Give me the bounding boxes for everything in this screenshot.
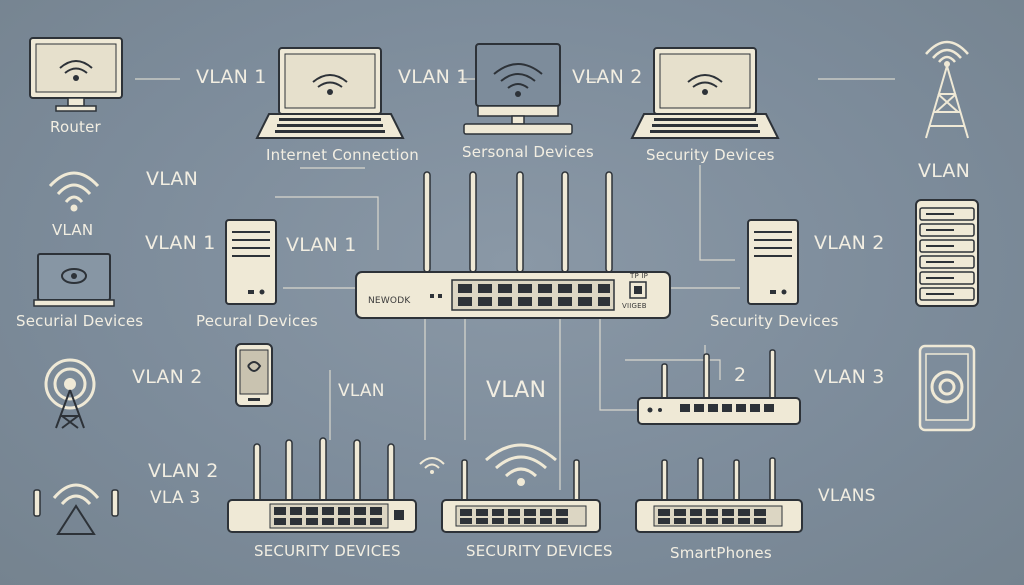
switch-brand: NEWODK [368, 296, 411, 306]
security-devices-label: SECURITY DEVICES [466, 542, 613, 560]
switch-port-label: TP IP [630, 272, 649, 280]
signal-tower-icon [38, 356, 102, 432]
central-switch: NEWODK TP IP VIIGEB [354, 168, 672, 328]
laptop-security [630, 44, 780, 144]
switch-bottom-left [226, 434, 418, 538]
vlan-label: VLAN 2 [814, 232, 885, 254]
wifi-icon [44, 162, 104, 218]
laptop-internet [255, 44, 405, 144]
security-devices-label: Security Devices [646, 146, 775, 164]
router-bottom-center [440, 434, 602, 538]
vlan-label: VLAN 1 [286, 234, 357, 256]
vlan-label: VLAN 2 [132, 366, 203, 388]
security-devices-label: Security Devices [710, 312, 839, 330]
vlan-label: 2 [734, 364, 747, 386]
rack-server [914, 198, 980, 310]
vlan-label: VLAN [486, 378, 547, 403]
sersonal-devices-label: Sersonal Devices [462, 143, 594, 161]
switch-bottom-right [634, 446, 804, 538]
server-tower-right [746, 218, 800, 306]
vlan-label: VLAN [146, 168, 199, 190]
vlan-label: VLAN 2 [572, 66, 643, 88]
securial-devices-label: Securial Devices [16, 312, 144, 330]
vlan-label: VLAN 3 [814, 366, 885, 388]
security-devices-label: SECURITY DEVICES [254, 542, 401, 560]
switch-port-label: VIIGEB [622, 302, 647, 310]
vlan-label: VLAN 1 [398, 66, 469, 88]
vlan-label: VLAN 1 [145, 232, 216, 254]
monitor-securial [32, 252, 116, 310]
router-monitor [26, 34, 126, 114]
vlan-label: VLAN 1 [196, 66, 267, 88]
tablet-speaker [918, 344, 976, 432]
pecural-devices-label: Pecural Devices [196, 312, 318, 330]
smartphone [234, 342, 274, 408]
vlan-label: VLAN [918, 160, 971, 182]
vlan-label: VLAN 2 [148, 460, 219, 482]
router-label: Router [50, 118, 101, 136]
smartphones-label: SmartPhones [670, 544, 772, 562]
vlan-label: VLAN [338, 381, 385, 401]
antenna-router-icon [30, 468, 122, 538]
internet-connection-label: Internet Connection [266, 146, 420, 164]
vlan-label: VLANS [818, 486, 876, 506]
monitor-personal [458, 40, 578, 140]
switch-right [636, 346, 802, 426]
vlan-label: VLA 3 [150, 488, 201, 508]
server-tower-left [224, 218, 278, 306]
antenna-tower-icon [912, 34, 982, 144]
wifi-small-icon [418, 452, 446, 476]
vlan-label: VLAN [52, 221, 94, 239]
